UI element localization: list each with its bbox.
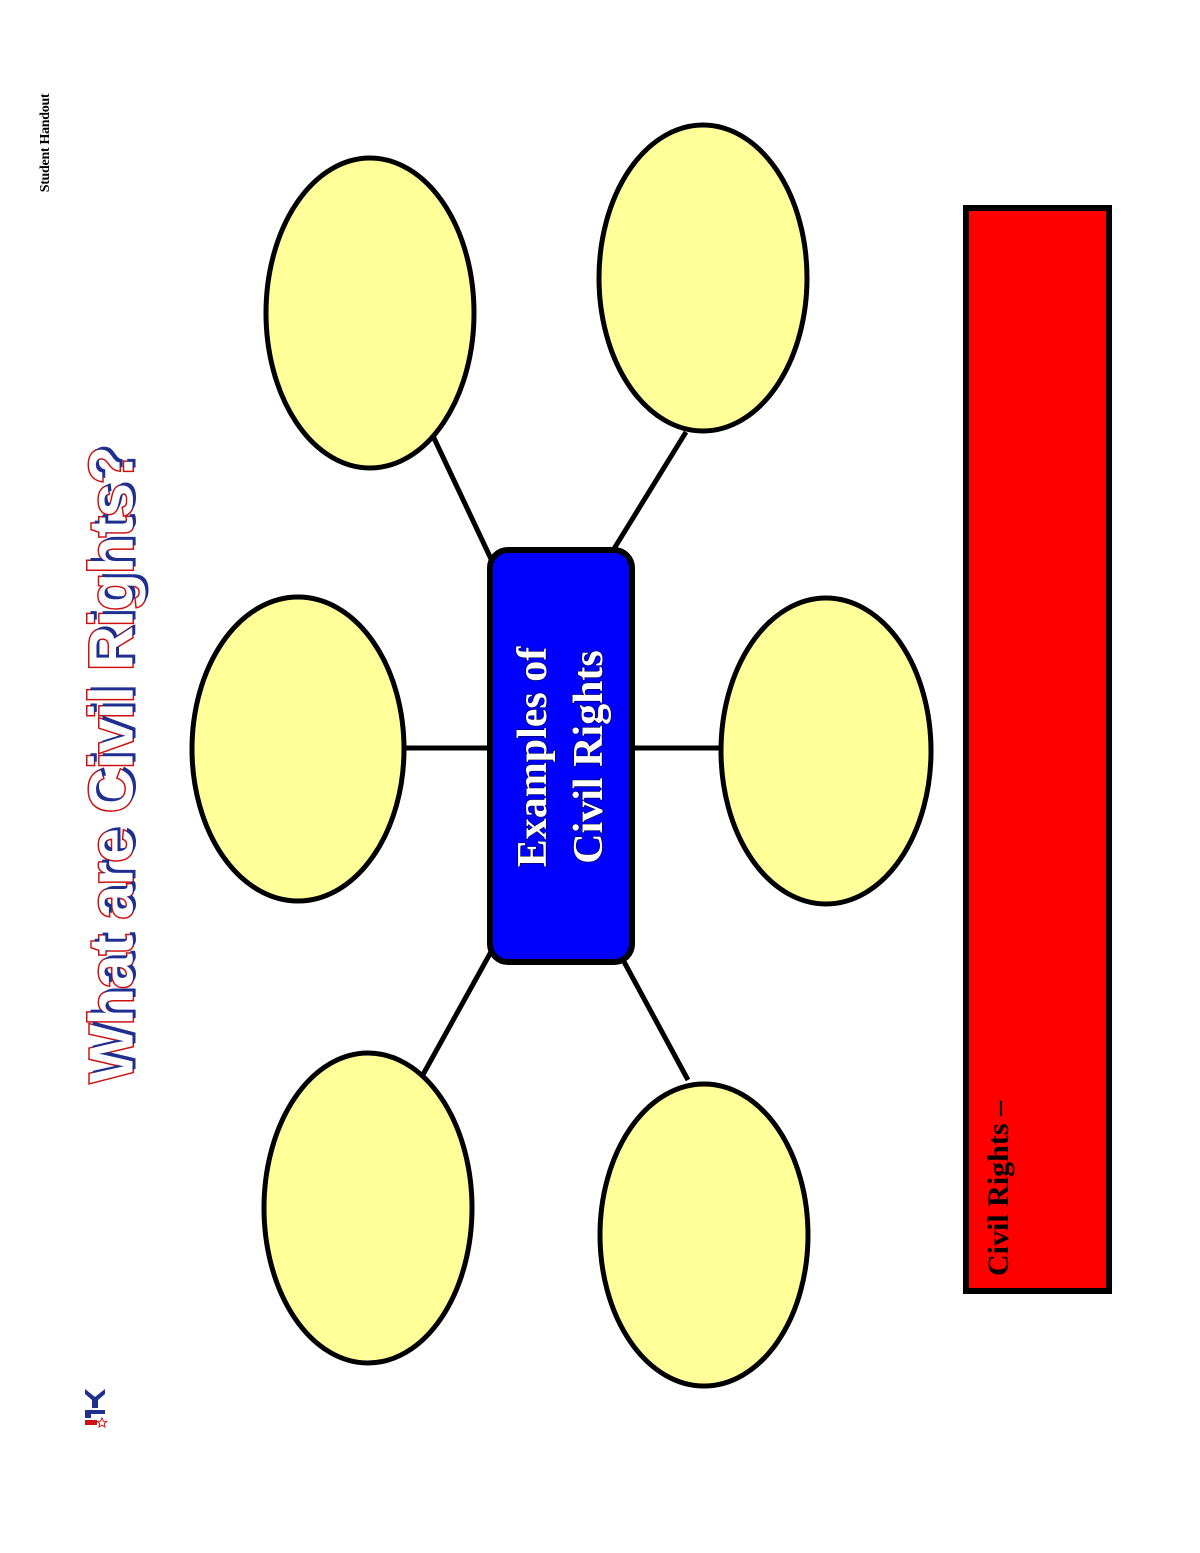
logo-l-shape <box>85 1410 105 1418</box>
definition-label-wrap: Civil Rights – <box>982 1101 1157 1310</box>
connector-line <box>609 430 689 554</box>
answer-bubble-1[interactable] <box>263 155 477 471</box>
answer-bubble-6[interactable] <box>597 1081 811 1389</box>
yli-logo <box>85 1389 108 1429</box>
answer-bubble-5[interactable] <box>261 1050 475 1366</box>
center-box <box>487 547 635 965</box>
connector-line <box>417 948 495 1082</box>
logo-y-shape <box>85 1389 105 1408</box>
center-label-line-2: Civil Rights <box>566 650 613 865</box>
answer-bubble-4[interactable] <box>718 595 934 907</box>
connector-line <box>430 434 495 563</box>
star-icon <box>95 1416 108 1429</box>
definition-box[interactable] <box>963 205 1112 1294</box>
answer-bubble-3[interactable] <box>189 594 407 904</box>
definition-label: Civil Rights – <box>982 1100 1015 1276</box>
connector-line <box>619 956 691 1082</box>
answer-bubble-2[interactable] <box>596 122 810 434</box>
center-label: Examples of Civil Rights <box>505 646 617 868</box>
center-label-line-1: Examples of <box>510 646 557 868</box>
logo-i-shape <box>85 1420 97 1425</box>
